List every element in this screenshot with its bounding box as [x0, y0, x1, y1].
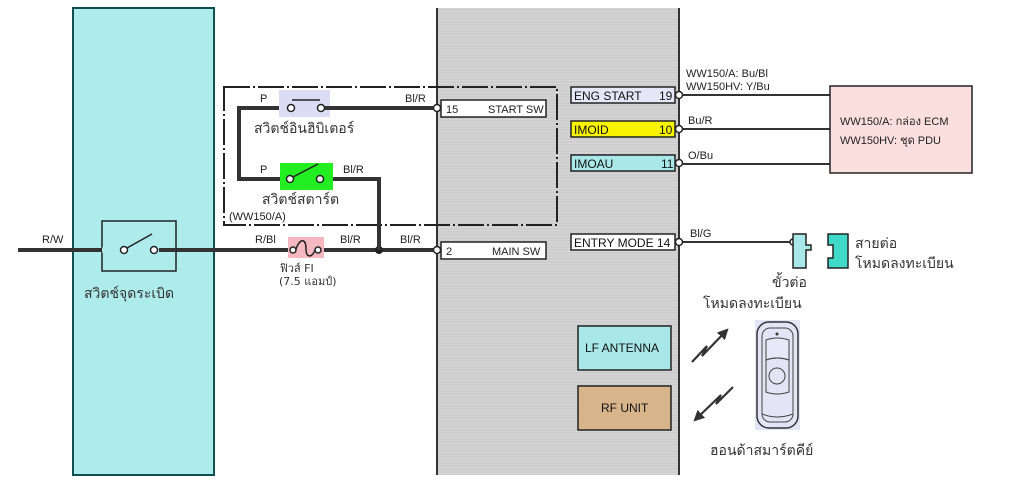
- fuse-rating-label: (7.5 แอมป์): [279, 275, 337, 288]
- inhibitor-switch-label: สวิตช์อินฮิบิเตอร์: [254, 120, 355, 137]
- connector-cable-label-line2: โหมดลงทะเบียน: [855, 255, 954, 272]
- wire-label-imoid: Bu/R: [688, 115, 713, 127]
- start-switch-note: (WW150/A): [229, 211, 286, 223]
- pin-imoau-number: 11: [661, 157, 674, 171]
- registration-mode-connector-cable: [827, 233, 849, 269]
- pin-main-sw-number: 2: [446, 246, 452, 258]
- pin-15-terminal: [432, 103, 442, 113]
- ecm-pdu-box: [829, 85, 973, 174]
- pin-14-terminal: [674, 237, 684, 247]
- wire-label-rw: R/W: [42, 234, 64, 246]
- wire-label-p-start: P: [260, 164, 267, 176]
- pin-start-sw-name: START SW: [488, 104, 544, 116]
- connector-cable-label-line1: สายต่อ: [855, 236, 897, 252]
- inhibitor-switch: [279, 90, 330, 117]
- pin-10-terminal: [674, 124, 684, 134]
- pin-start-sw-box: [440, 99, 547, 118]
- signal-arrow-from-key-icon: [693, 386, 734, 422]
- lf-antenna-module: [577, 325, 672, 371]
- pin-main-sw-name: MAIN SW: [492, 246, 541, 258]
- ignition-switch-label: สวิตช์จุดระเบิด: [84, 285, 174, 302]
- pin-11-terminal: [674, 158, 684, 168]
- ecm-label-line2: WW150HV: ชุด PDU: [840, 135, 941, 147]
- wire-label-blr-after-fuse: Bl/R: [340, 234, 361, 246]
- wire-label-rbl: R/Bl: [255, 234, 276, 246]
- wire-label-blr-inhibitor: Bl/R: [405, 93, 426, 105]
- smart-key-label: ฮอนด้าสมาร์ตคีย์: [710, 442, 813, 459]
- smart-key-fob-icon: [755, 320, 800, 430]
- start-switch: [280, 163, 333, 190]
- connector-terminal-label-line2: โหมดลงทะเบียน: [703, 295, 802, 312]
- rf-unit-module: [577, 385, 672, 431]
- wire-label-blr-start: Bl/R: [343, 164, 364, 176]
- wire-label-p-inhibitor: P: [260, 93, 267, 105]
- pin-eng-start-number: 19: [659, 89, 673, 103]
- registration-mode-connector-terminal: [792, 233, 812, 269]
- fuse-fi: [288, 237, 324, 258]
- wire-label-imoau: O/Bu: [688, 150, 713, 162]
- wire-label-blr-main: Bl/R: [400, 234, 421, 246]
- p-loop-wire: [237, 106, 290, 181]
- pin-main-sw-box: [440, 241, 547, 260]
- ecm-label-line1: WW150/A: กล่อง ECM: [840, 116, 949, 128]
- pin-entry-mode-name: ENTRY MODE 14: [574, 236, 671, 250]
- start-circuit-group-box: [223, 86, 558, 226]
- pin-2-terminal: [432, 245, 442, 255]
- signal-arrow-to-key-icon: [691, 328, 729, 363]
- wire-label-entry-mode: Bl/G: [690, 228, 711, 240]
- fuse-name-label: ฟิวส์ FI: [280, 262, 314, 275]
- lf-antenna-label: LF ANTENNA: [585, 341, 659, 355]
- start-switch-label: สวิตช์สตาร์ต: [262, 191, 339, 208]
- pin-imoau-name: IMOAU: [574, 157, 613, 171]
- connector-terminal-label-line1: ขั้วต่อ: [772, 272, 807, 291]
- pin-eng-start-name: ENG START: [574, 89, 642, 103]
- wire-label-eng-start-line1: WW150/A: Bu/Bl: [686, 68, 768, 80]
- pin-imoid-name: IMOID: [574, 123, 609, 137]
- wire-label-eng-start-line2: WW150HV: Y/Bu: [686, 81, 770, 93]
- pin-19-terminal: [674, 90, 684, 100]
- start-switch-wire: [320, 177, 381, 250]
- pin-start-sw-number: 15: [446, 104, 458, 116]
- pin-imoid-number: 10: [659, 123, 673, 137]
- rf-unit-label: RF UNIT: [601, 401, 649, 415]
- ignition-switch: [101, 220, 177, 272]
